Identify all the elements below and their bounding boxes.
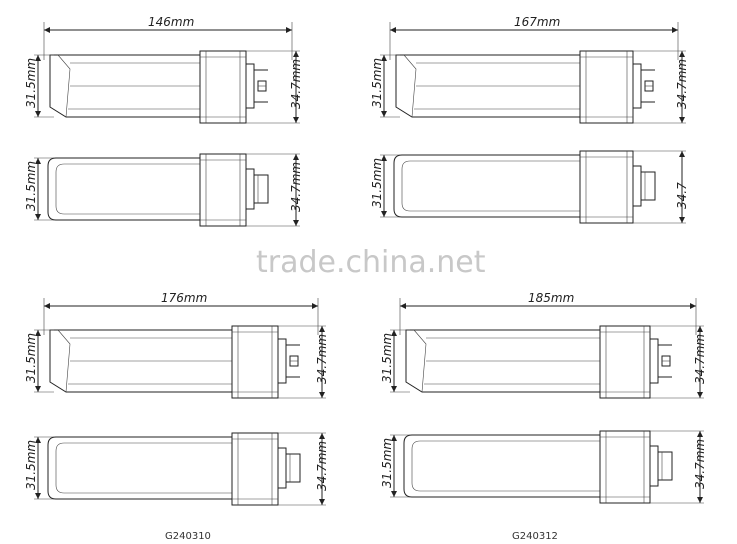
cap-label-d-0: 34.7mm [693,334,707,384]
height-label-b-0: 31.5mm [370,58,384,108]
top-view-b: 31.5mm 34.7mm [370,50,689,124]
lamp-b: 167mm 31.5mm 34.7mm 31.5mm 34.7 [370,15,689,224]
length-label-c: 176mm [161,291,207,305]
lamp-d: 185mm 31.5mm 34.7mm 31.5mm 34.7mm [380,291,707,504]
lamp-a: 146mm 31.5mm 34.7mm 31.5mm 34.7mm [24,15,303,227]
length-label-d: 185mm [528,291,574,305]
top-view-d: 31.5mm 34.7mm [380,325,707,399]
caption-left: G240310 [165,531,211,542]
height-label-c-1: 31.5mm [24,440,38,490]
side-view-d: 31.5mm 34.7mm [380,430,707,504]
height-label-a-0: 31.5mm [24,58,38,108]
cap-label-b-0: 34.7mm [675,59,689,109]
side-view-b: 31.5mm 34.7 [370,150,689,224]
length-label-b: 167mm [514,15,560,29]
lamps-layer: 146mm 31.5mm 34.7mm 31.5mm 34.7mm 167mm 31.5mm… [24,15,707,506]
side-view-a: 31.5mm 34.7mm [24,153,303,227]
watermark: trade.china.net [256,245,486,280]
height-label-d-1: 31.5mm [380,438,394,488]
cap-label-b-1: 34.7 [675,182,689,209]
height-label-d-0: 31.5mm [380,333,394,383]
length-label-a: 146mm [148,15,194,29]
cap-label-a-1: 34.7mm [289,162,303,212]
height-label-c-0: 31.5mm [24,333,38,383]
cap-label-d-1: 34.7mm [693,439,707,489]
side-view-c: 31.5mm 34.7mm [24,432,329,506]
height-label-b-1: 31.5mm [370,158,384,208]
height-label-a-1: 31.5mm [24,161,38,211]
lamp-c: 176mm 31.5mm 34.7mm 31.5mm 34.7mm [24,291,329,506]
cap-label-c-0: 34.7mm [315,334,329,384]
caption-right: G240312 [512,531,558,542]
cap-label-c-1: 34.7mm [315,441,329,491]
cap-label-a-0: 34.7mm [289,59,303,109]
top-view-a: 31.5mm 34.7mm [24,50,303,124]
top-view-c: 31.5mm 34.7mm [24,325,329,399]
